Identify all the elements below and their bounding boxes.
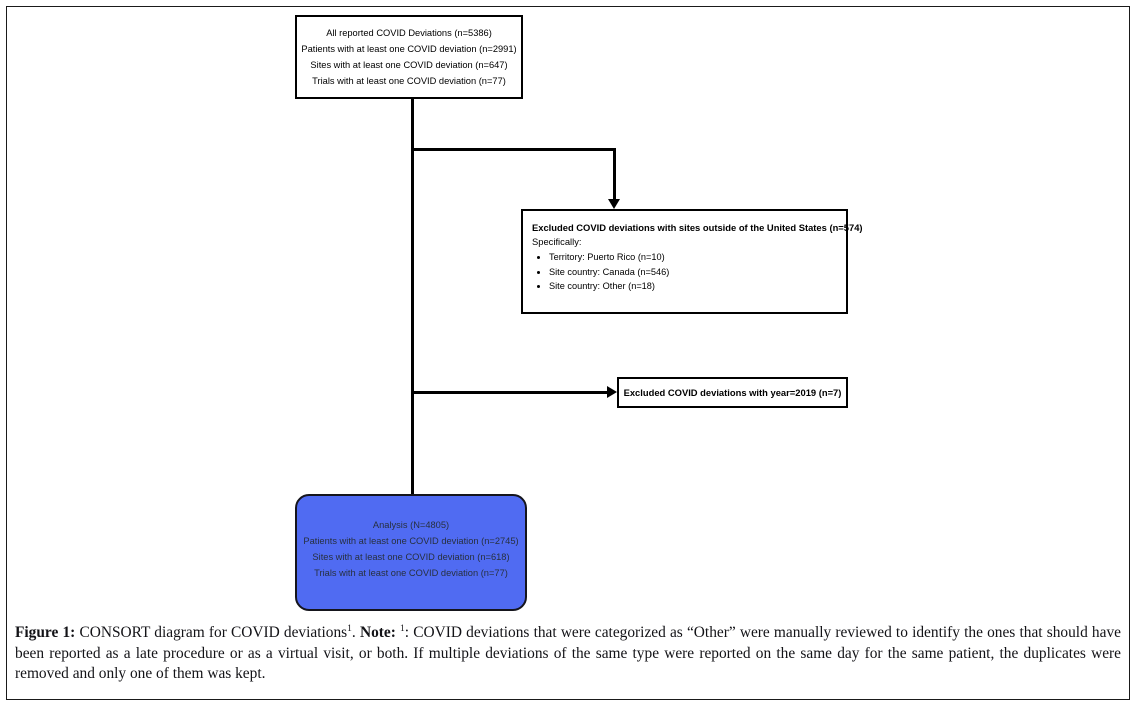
arrowhead-right-icon [607, 386, 617, 398]
caption-note-label: Note: [359, 624, 396, 642]
node-heading: Excluded COVID deviations with sites out… [532, 222, 863, 233]
connector-branch1-vertical [613, 148, 616, 200]
caption-note-text: : COVID deviations that were categorized… [15, 624, 1121, 683]
node-line: Patients with at least one COVID deviati… [303, 536, 519, 546]
consort-diagram: All reported COVID Deviations (n=5386) P… [7, 7, 1129, 615]
list-item: Territory: Puerto Rico (n=10) [549, 250, 837, 265]
node-heading: Excluded COVID deviations with year=2019… [623, 387, 842, 398]
node-all-reported-deviations: All reported COVID Deviations (n=5386) P… [295, 15, 523, 99]
connector-trunk-vertical [411, 99, 414, 498]
node-line: Sites with at least one COVID deviation … [310, 60, 508, 70]
caption-title-superscript: 1 [347, 624, 352, 634]
figure-caption: Figure 1: CONSORT diagram for COVID devi… [15, 624, 1121, 683]
caption-title: CONSORT diagram for COVID deviations [75, 624, 348, 642]
figure-frame: All reported COVID Deviations (n=5386) P… [6, 6, 1130, 700]
node-line: Trials with at least one COVID deviation… [314, 568, 508, 578]
node-subheading: Specifically: [532, 236, 582, 247]
node-excluded-outside-united-states: Excluded COVID deviations with sites out… [521, 209, 863, 314]
list-item: Site country: Canada (n=546) [549, 265, 837, 280]
node-line: All reported COVID Deviations (n=5386) [326, 28, 492, 38]
caption-figure-label: Figure 1: [15, 624, 76, 642]
node-bullet-list: Territory: Puerto Rico (n=10) Site count… [532, 250, 837, 294]
connector-branch1-horizontal [411, 148, 616, 151]
node-analysis-population: Analysis (N=4805) Patients with at least… [295, 494, 527, 611]
connector-branch2-horizontal [411, 391, 609, 394]
caption-note-superscript: 1 [400, 624, 405, 634]
node-excluded-year-2019: Excluded COVID deviations with year=2019… [617, 377, 848, 408]
arrowhead-down-icon [608, 199, 620, 209]
list-item: Site country: Other (n=18) [549, 279, 837, 294]
node-line: Trials with at least one COVID deviation… [312, 76, 506, 86]
node-line: Analysis (N=4805) [372, 520, 450, 530]
node-line: Patients with at least one COVID deviati… [301, 44, 517, 54]
node-line: Sites with at least one COVID deviation … [312, 552, 510, 562]
